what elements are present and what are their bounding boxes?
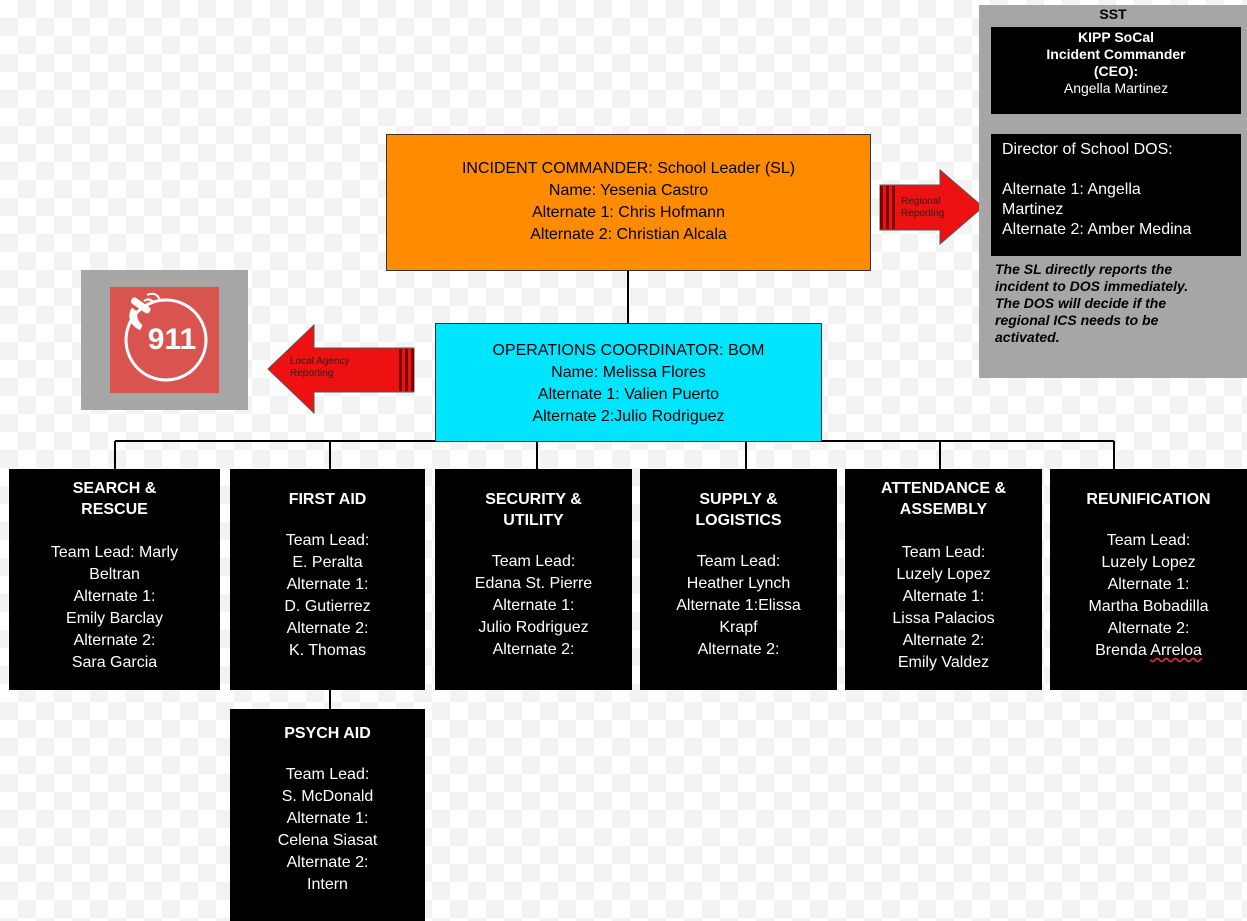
ceo-commander-box: KIPP SoCal Incident Commander (CEO): Ang… (991, 27, 1241, 114)
team-search-rescue: SEARCH & RESCUE Team Lead: Marly Beltran… (9, 469, 220, 690)
dos-box: Director of School DOS: Alternate 1: Ang… (991, 134, 1241, 256)
operations-coordinator-box: OPERATIONS COORDINATOR: BOM Name: Meliss… (435, 323, 822, 442)
team-supply-logistics: SUPPLY & LOGISTICS Team Lead: Heather Ly… (640, 469, 837, 690)
dos-note: The SL directly reports the incident to … (995, 261, 1189, 345)
regional-reporting-label: Regional Reporting (901, 196, 945, 219)
incident-commander-box: INCIDENT COMMANDER: School Leader (SL) N… (386, 134, 871, 271)
reunification-alt2-name: Brenda Arreloa (1095, 642, 1202, 659)
team-psych-aid: PSYCH AID Team Lead: S. McDonald Alterna… (230, 709, 425, 921)
team-attendance-assembly: ATTENDANCE & ASSEMBLY Team Lead: Luzely … (845, 469, 1042, 690)
sst-label: SST (1099, 6, 1127, 22)
phone-icon (124, 292, 208, 382)
team-security-utility: SECURITY & UTILITY Team Lead: Edana St. … (435, 469, 632, 690)
local-reporting-label: Local Agency Reporting (290, 356, 350, 379)
emergency-911-tile: 911 (110, 287, 219, 393)
local-reporting-arrow (267, 323, 415, 415)
team-reunification: REUNIFICATION Team Lead: Luzely Lopez Al… (1050, 469, 1247, 690)
team-first-aid: FIRST AID Team Lead: E. Peralta Alternat… (230, 469, 425, 690)
regional-reporting-arrow (879, 168, 984, 246)
emergency-number: 911 (147, 323, 197, 356)
